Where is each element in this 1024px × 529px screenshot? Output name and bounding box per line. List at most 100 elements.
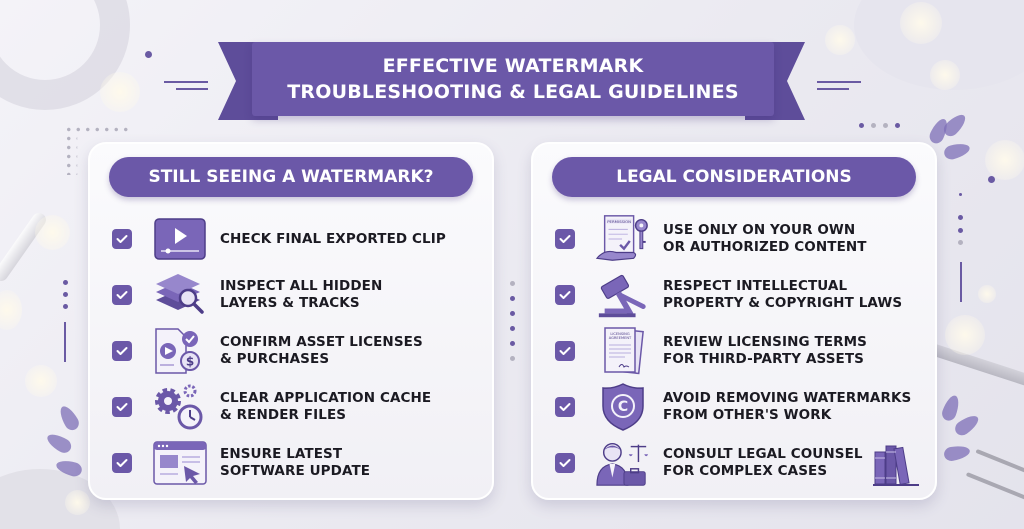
checkbox[interactable]	[112, 341, 132, 361]
page-title-line2: TROUBLESHOOTING & LEGAL GUIDELINES	[287, 81, 739, 103]
bokeh-light	[65, 490, 90, 515]
leaf-decoration	[56, 403, 82, 433]
checkmark-icon	[559, 459, 571, 467]
decorative-dot	[958, 240, 963, 245]
decorative-dot	[510, 296, 515, 301]
checkbox[interactable]	[555, 453, 575, 473]
leaf-decoration	[44, 430, 74, 456]
checkbox[interactable]	[555, 397, 575, 417]
decorative-dot	[959, 193, 962, 196]
gavel-icon	[595, 272, 651, 318]
decorative-line	[176, 88, 208, 90]
decorative-dot	[510, 311, 515, 316]
leaf-decoration	[952, 411, 982, 439]
decorative-dot	[988, 176, 995, 183]
decorative-line	[817, 88, 849, 90]
checkbox[interactable]	[555, 285, 575, 305]
svg-text:$: $	[186, 355, 194, 369]
checkmark-icon	[116, 347, 128, 355]
svg-text:PERMISSION: PERMISSION	[607, 219, 631, 224]
checklist-item: CHECK FINAL EXPORTED CLIP	[90, 211, 492, 267]
decorative-dot	[510, 281, 515, 286]
decorative-line	[960, 262, 962, 302]
decorative-dot	[958, 215, 963, 220]
bokeh-light	[900, 2, 942, 44]
decorative-dot	[510, 341, 515, 346]
law-books-icon	[873, 442, 919, 490]
checkmark-icon	[559, 235, 571, 243]
troubleshooting-card: STILL SEEING A WATERMARK? CHECK FINAL EX…	[88, 142, 494, 500]
decorative-dot	[63, 304, 68, 309]
bokeh-light	[978, 285, 996, 303]
decorative-dot	[145, 51, 152, 58]
checkmark-icon	[559, 291, 571, 299]
checkmark-icon	[116, 459, 128, 467]
checklist-item: $ CONFIRM ASSET LICENSES& PURCHASES	[90, 323, 492, 379]
checklist-item: LICENSING AGREEMENT REVIEW LICENSING TER…	[533, 323, 935, 379]
bokeh-light	[25, 365, 57, 397]
copyright-shield-icon: C	[595, 383, 651, 431]
bokeh-light	[825, 25, 855, 55]
svg-text:AGREEMENT: AGREEMENT	[609, 336, 632, 340]
title-banner: EFFECTIVE WATERMARK TROUBLESHOOTING & LE…	[252, 42, 774, 116]
gears-clock-icon	[152, 384, 208, 430]
leaf-decoration	[942, 443, 972, 463]
checklist-item: CLEAR APPLICATION CACHE& RENDER FILES	[90, 379, 492, 435]
checkbox[interactable]	[112, 397, 132, 417]
card-header: LEGAL CONSIDERATIONS	[552, 157, 916, 197]
checkmark-icon	[559, 403, 571, 411]
item-text: CLEAR APPLICATION CACHE& RENDER FILES	[220, 390, 432, 423]
checkbox[interactable]	[112, 285, 132, 305]
bokeh-light	[0, 290, 22, 330]
decorative-dot	[895, 123, 900, 128]
svg-text:C: C	[618, 399, 628, 415]
decorative-dot	[63, 280, 68, 285]
item-text: CHECK FINAL EXPORTED CLIP	[220, 230, 446, 247]
decorative-line	[817, 81, 861, 83]
bokeh-light	[930, 60, 960, 90]
license-dollar-icon: $	[152, 328, 208, 374]
checkbox[interactable]	[555, 229, 575, 249]
checkmark-icon	[116, 291, 128, 299]
decorative-dot	[871, 123, 876, 128]
bokeh-light	[35, 215, 70, 250]
decorative-dot	[510, 326, 515, 331]
video-player-icon	[152, 216, 208, 262]
checkmark-icon	[116, 235, 128, 243]
decorative-dot	[859, 123, 864, 128]
item-text: CONFIRM ASSET LICENSES& PURCHASES	[220, 334, 423, 367]
legal-considerations-card: LEGAL CONSIDERATIONS PERMISSION USE O	[531, 142, 937, 500]
checkmark-icon	[116, 403, 128, 411]
leaf-decoration	[940, 110, 970, 140]
checkbox[interactable]	[112, 453, 132, 473]
page-title-line1: EFFECTIVE WATERMARK	[382, 55, 644, 77]
decorative-line	[64, 322, 66, 362]
layers-magnifier-icon	[152, 272, 208, 318]
checkbox[interactable]	[555, 341, 575, 361]
bokeh-light	[100, 72, 140, 112]
decorative-line	[164, 81, 208, 83]
decorative-dot	[510, 356, 515, 361]
leaf-decoration	[939, 393, 963, 423]
checkbox[interactable]	[112, 229, 132, 249]
leaf-decoration	[942, 140, 972, 162]
licensing-agreement-icon: LICENSING AGREEMENT	[595, 327, 651, 375]
browser-cursor-icon	[152, 440, 208, 486]
stick-decoration	[975, 448, 1024, 476]
checkmark-icon	[559, 347, 571, 355]
svg-text:LICENSING: LICENSING	[610, 332, 630, 336]
permission-key-icon: PERMISSION	[595, 215, 651, 262]
lawyer-scales-icon	[595, 440, 651, 486]
